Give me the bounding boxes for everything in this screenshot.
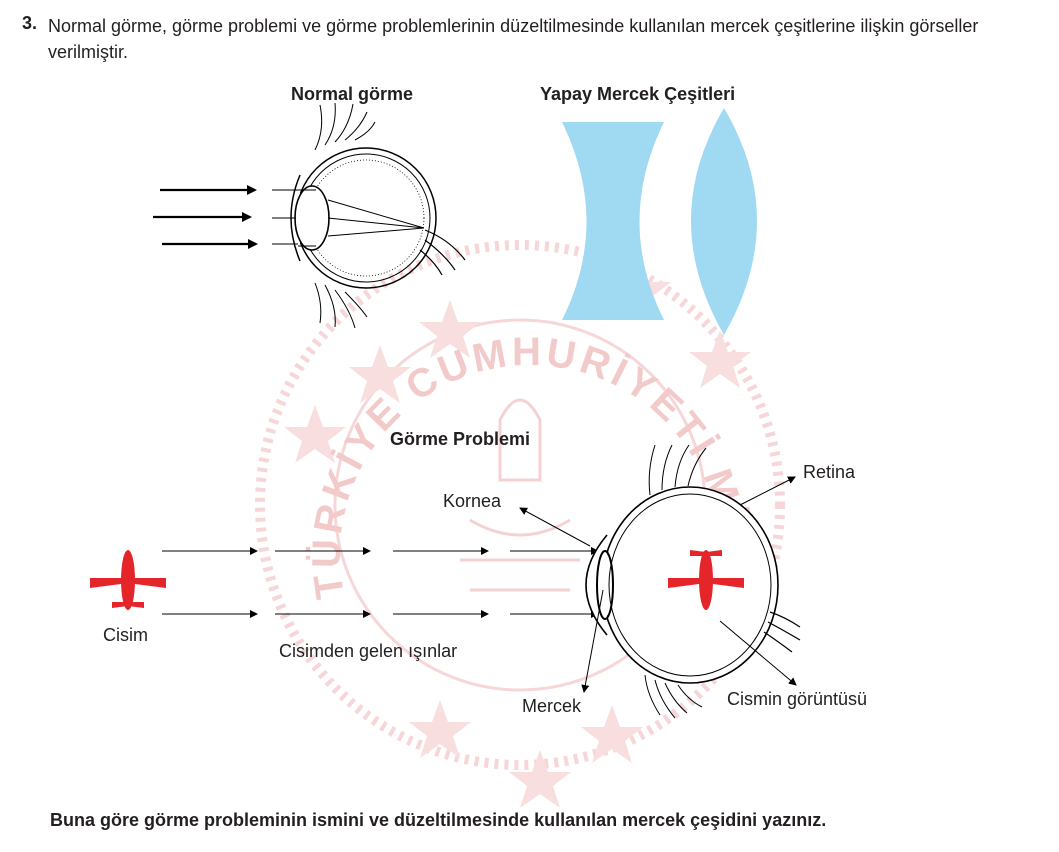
object-label: Cisim bbox=[103, 625, 148, 645]
question-prompt: Buna göre görme probleminin ismini ve dü… bbox=[50, 810, 827, 830]
image-label: Cismin görüntüsü bbox=[727, 689, 868, 709]
question-number: 3. bbox=[22, 13, 38, 33]
normal-eye-diagram bbox=[272, 102, 466, 329]
lens-label: Mercek bbox=[522, 696, 582, 716]
object-airplane-icon bbox=[90, 550, 166, 610]
normal-vision-title: Normal görme bbox=[291, 84, 414, 104]
question-text: Normal görme, görme problemi ve görme pr… bbox=[48, 16, 979, 62]
lens-types-title: Yapay Mercek Çeşitleri bbox=[540, 84, 736, 104]
incoming-rays bbox=[162, 547, 599, 618]
retina-label: Retina bbox=[803, 462, 856, 482]
label-pointers bbox=[519, 476, 797, 693]
rays-label: Cisimden gelen ışınlar bbox=[279, 641, 458, 661]
convex-lens bbox=[691, 108, 757, 335]
normal-eye-incoming-rays bbox=[153, 185, 258, 249]
cornea-label: Kornea bbox=[443, 491, 502, 511]
concave-lens bbox=[562, 122, 664, 320]
image-airplane-icon bbox=[668, 550, 744, 610]
vision-problem-title: Görme Problemi bbox=[390, 429, 531, 449]
